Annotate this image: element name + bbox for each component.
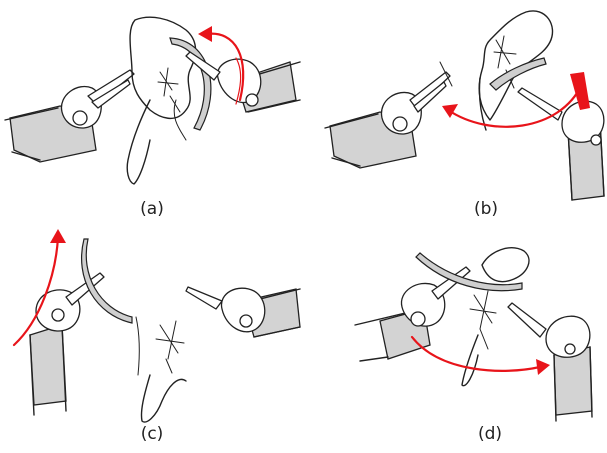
tissue-edge-left <box>127 100 150 184</box>
panel-a-caption: (a) <box>122 199 182 219</box>
curved-needle <box>82 239 132 323</box>
right-gripper-jaw <box>518 88 562 120</box>
right-gripper-jaw <box>508 303 546 337</box>
curved-needle <box>490 58 546 90</box>
suture-stitches <box>156 321 184 373</box>
right-gripper-joint <box>246 94 258 106</box>
panel-b: (b) <box>300 0 607 225</box>
suture-stitches <box>470 291 496 349</box>
right-gripper-joint <box>565 344 575 354</box>
panel-d-illustration <box>300 225 607 453</box>
left-gripper-joint <box>73 111 87 125</box>
tissue-edge-left <box>462 335 478 386</box>
right-gripper-joint <box>240 315 252 327</box>
left-gripper-joint <box>393 117 407 131</box>
panel-a: (a) <box>0 0 300 225</box>
left-gripper-joint <box>52 309 64 321</box>
tissue-edge-left <box>479 78 486 130</box>
tissue-flap <box>130 17 195 118</box>
panel-b-illustration <box>300 0 607 225</box>
panel-d-caption: (d) <box>460 424 520 444</box>
panel-d: (d) <box>300 225 607 453</box>
tissue-flap <box>482 248 529 282</box>
suture-stitches <box>158 68 180 112</box>
tissue-flap <box>141 375 186 422</box>
panel-c-illustration <box>0 225 300 453</box>
left-gripper-jaw <box>410 72 450 108</box>
panel-b-caption: (b) <box>456 199 516 219</box>
right-gripper-jaw <box>186 287 222 309</box>
right-gripper-joint <box>591 135 601 145</box>
panel-a-illustration <box>0 0 300 225</box>
panel-c: (c) <box>0 225 300 453</box>
left-gripper-joint <box>411 312 425 326</box>
left-instrument-shaft <box>30 325 66 405</box>
panel-c-caption: (c) <box>122 424 182 444</box>
